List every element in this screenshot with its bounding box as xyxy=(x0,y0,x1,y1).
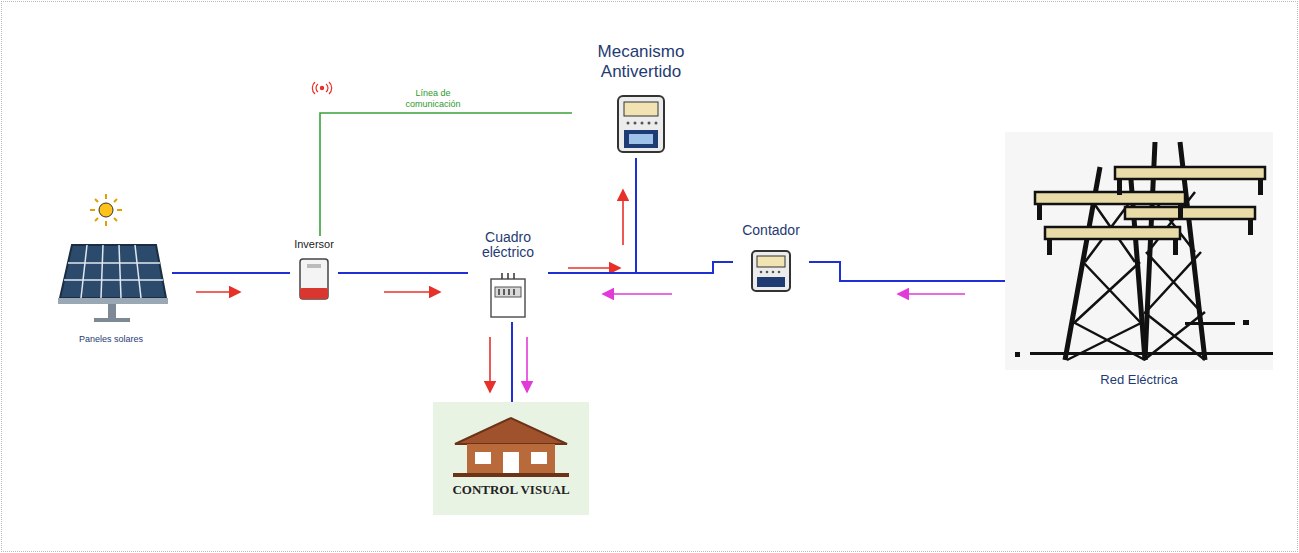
inverter-icon xyxy=(299,258,329,300)
node-label: Paneles solares xyxy=(50,334,172,345)
power-line xyxy=(548,262,733,273)
inverter: Inversor xyxy=(290,236,338,304)
node-label: Cuadro eléctrico xyxy=(468,230,548,261)
solar-panel: Paneles solares xyxy=(50,190,172,350)
node-label: Mecanismo Antivertido xyxy=(572,42,710,81)
solar-panel-icon xyxy=(50,190,172,330)
meter: Contador xyxy=(733,222,809,294)
electrical-panel-icon xyxy=(490,273,526,319)
power-line xyxy=(338,272,468,274)
power-line xyxy=(511,322,513,402)
node-label: Red Eléctrica xyxy=(1005,372,1273,388)
power-line xyxy=(548,158,636,273)
power-grid-icon xyxy=(1005,132,1273,370)
node-label: CONTROL VISUAL xyxy=(433,482,589,498)
anti-export-device-icon xyxy=(616,94,666,154)
meter-icon xyxy=(751,250,791,292)
node-label: Contador xyxy=(733,222,809,239)
power-grid: Red Eléctrica xyxy=(1005,132,1273,394)
power-line xyxy=(809,262,1005,281)
node-label: Inversor xyxy=(290,238,338,251)
edge-label: Línea de comunicación xyxy=(396,88,470,109)
house-panel: CONTROL VISUAL xyxy=(433,402,589,515)
power-line xyxy=(172,272,290,274)
anti-export-device: Mecanismo Antivertido xyxy=(572,42,710,158)
house-panel-icon xyxy=(433,402,589,482)
communication-line xyxy=(320,113,572,236)
electrical-panel: Cuadro eléctrico xyxy=(468,230,548,322)
